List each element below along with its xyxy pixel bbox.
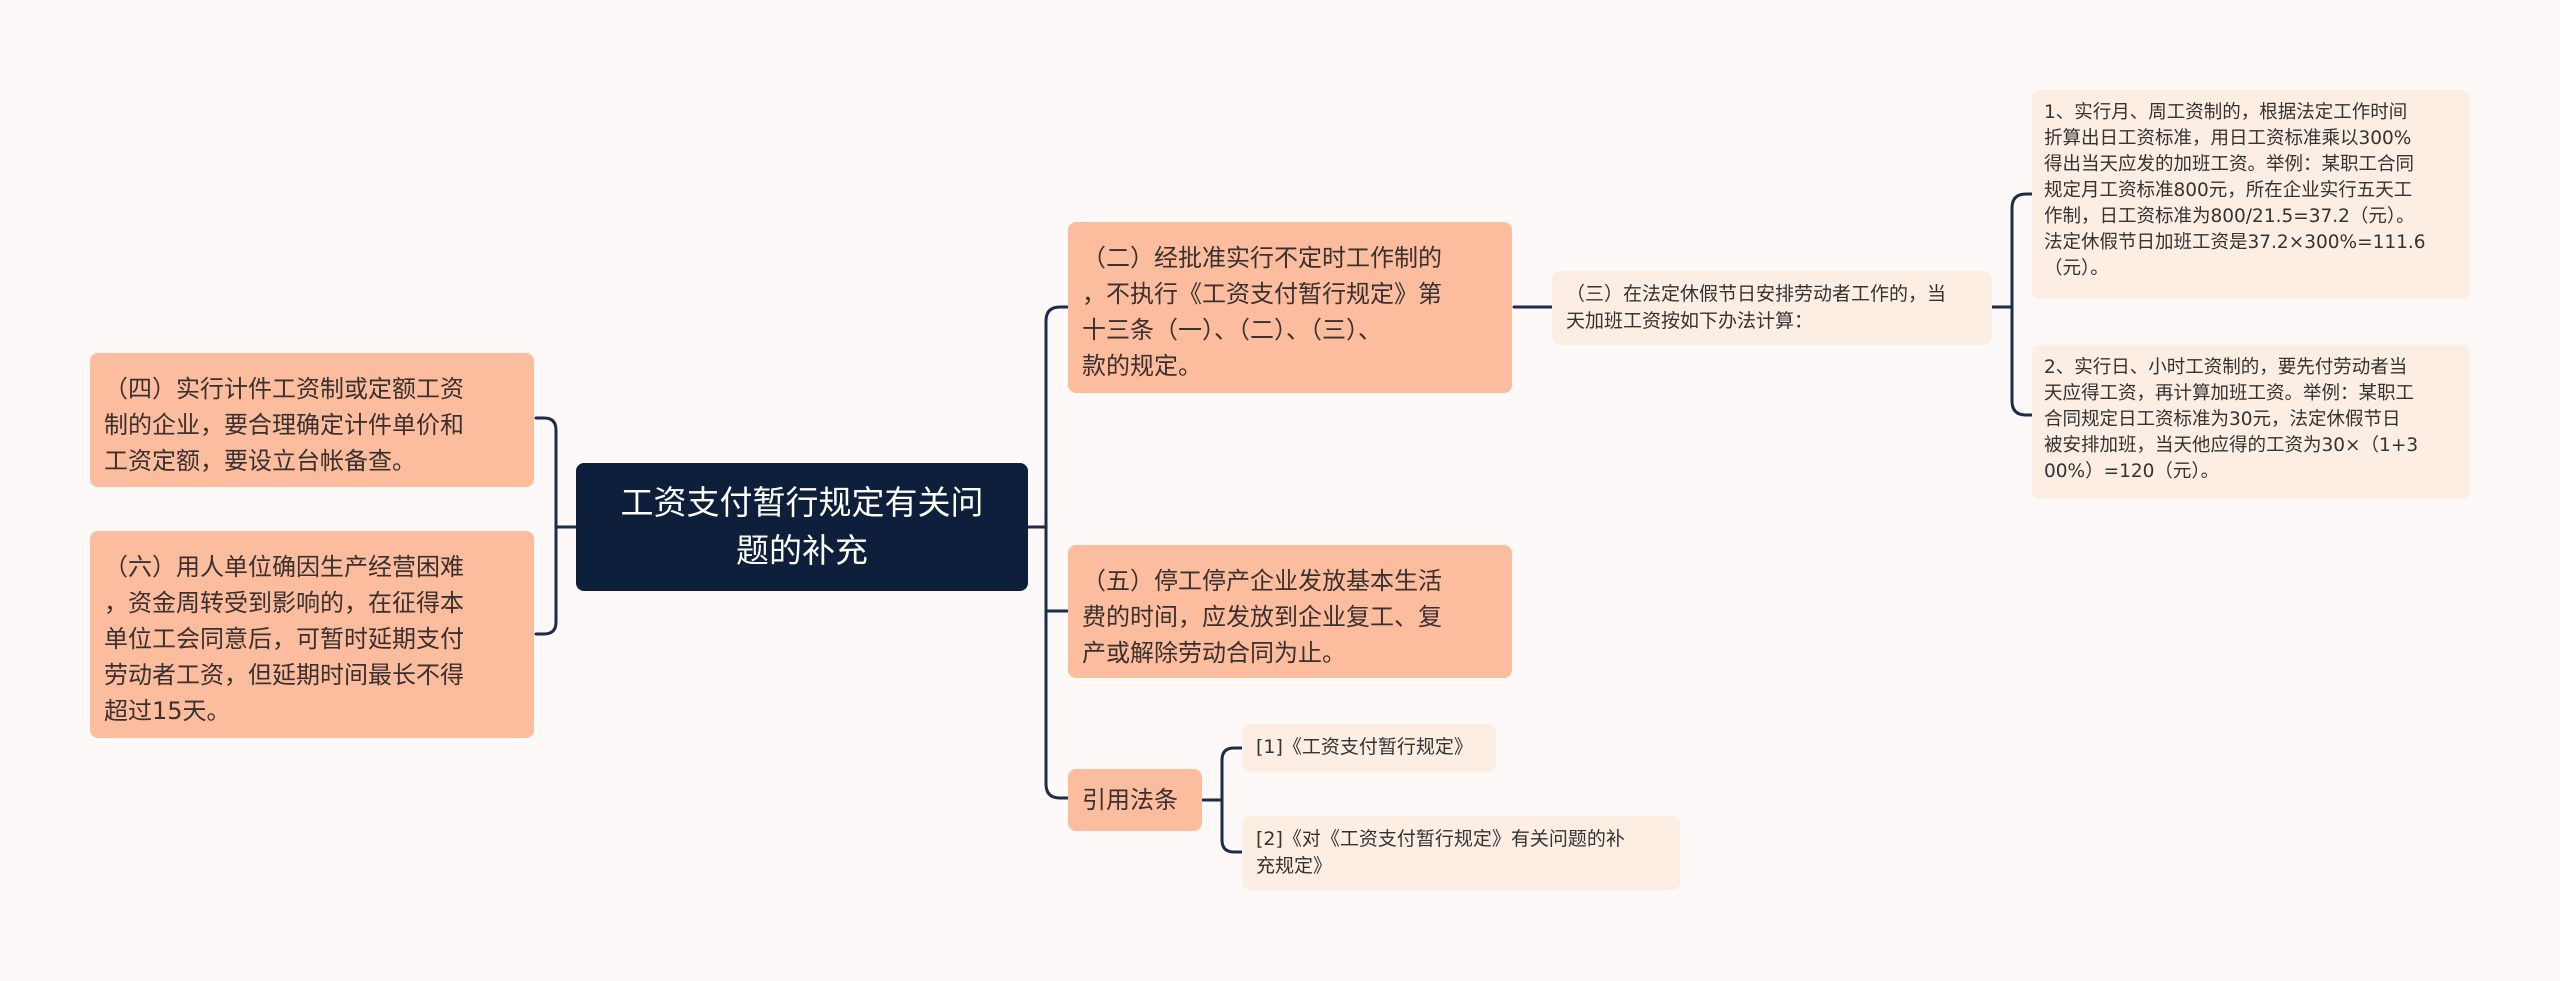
delay-pay-text: （六）用人单位确因生产经营困难 ，资金周转受到影响的，在征得本 单位工会同意后，… [104, 553, 464, 725]
citation-ref1-node[interactable]: [1]《工资支付暂行规定》 [1242, 724, 1496, 772]
link-citation-bracket [1220, 746, 1244, 854]
shutdown-text: （五）停工停产企业发放基本生活 费的时间，应发放到企业复工、复 产或解除劳动合同… [1082, 567, 1442, 667]
monthly-system-text: 1、实行月、周工资制的，根据法定工作时间 折算出日工资标准，用日工资标准乘以30… [2044, 102, 2426, 279]
link-right-trunk [1044, 305, 1070, 800]
citation-ref1-text: [1]《工资支付暂行规定》 [1256, 736, 1473, 758]
citation-ref2-node[interactable]: [2]《对《工资支付暂行规定》有关问题的补 充规定》 [1242, 816, 1680, 890]
monthly-system-node[interactable]: 1、实行月、周工资制的，根据法定工作时间 折算出日工资标准，用日工资标准乘以30… [2032, 90, 2470, 299]
holiday-calc-node[interactable]: （三）在法定休假节日安排劳动者工作的，当 天加班工资按如下办法计算： [1552, 271, 1992, 345]
citations-label: 引用法条 [1082, 786, 1178, 814]
shutdown-node[interactable]: （五）停工停产企业发放基本生活 费的时间，应发放到企业复工、复 产或解除劳动合同… [1068, 545, 1512, 678]
piece-rate-text: （四）实行计件工资制或定额工资 制的企业，要合理确定计件单价和 工资定额，要设立… [104, 375, 464, 475]
irregular-hours-node[interactable]: （二）经批准实行不定时工作制的 ，不执行《工资支付暂行规定》第 十三条（一）、（… [1068, 222, 1512, 393]
root-topic-label: 工资支付暂行规定有关问 题的补充 [620, 483, 984, 570]
link-holiday-bracket [2010, 192, 2034, 417]
citations-node[interactable]: 引用法条 [1068, 769, 1202, 831]
citation-ref2-text: [2]《对《工资支付暂行规定》有关问题的补 充规定》 [1256, 828, 1625, 877]
holiday-calc-text: （三）在法定休假节日安排劳动者工作的，当 天加班工资按如下办法计算： [1566, 283, 1947, 332]
daily-system-text: 2、实行日、小时工资制的，要先付劳动者当 天应得工资，再计算加班工资。举例：某职… [2044, 357, 2419, 482]
delay-pay-node[interactable]: （六）用人单位确因生产经营困难 ，资金周转受到影响的，在征得本 单位工会同意后，… [90, 531, 534, 738]
piece-rate-node[interactable]: （四）实行计件工资制或定额工资 制的企业，要合理确定计件单价和 工资定额，要设立… [90, 353, 534, 487]
irregular-hours-text: （二）经批准实行不定时工作制的 ，不执行《工资支付暂行规定》第 十三条（一）、（… [1082, 244, 1442, 380]
link-left-bracket [534, 416, 558, 636]
daily-system-node[interactable]: 2、实行日、小时工资制的，要先付劳动者当 天应得工资，再计算加班工资。举例：某职… [2032, 345, 2470, 499]
root-topic[interactable]: 工资支付暂行规定有关问 题的补充 [576, 463, 1028, 591]
